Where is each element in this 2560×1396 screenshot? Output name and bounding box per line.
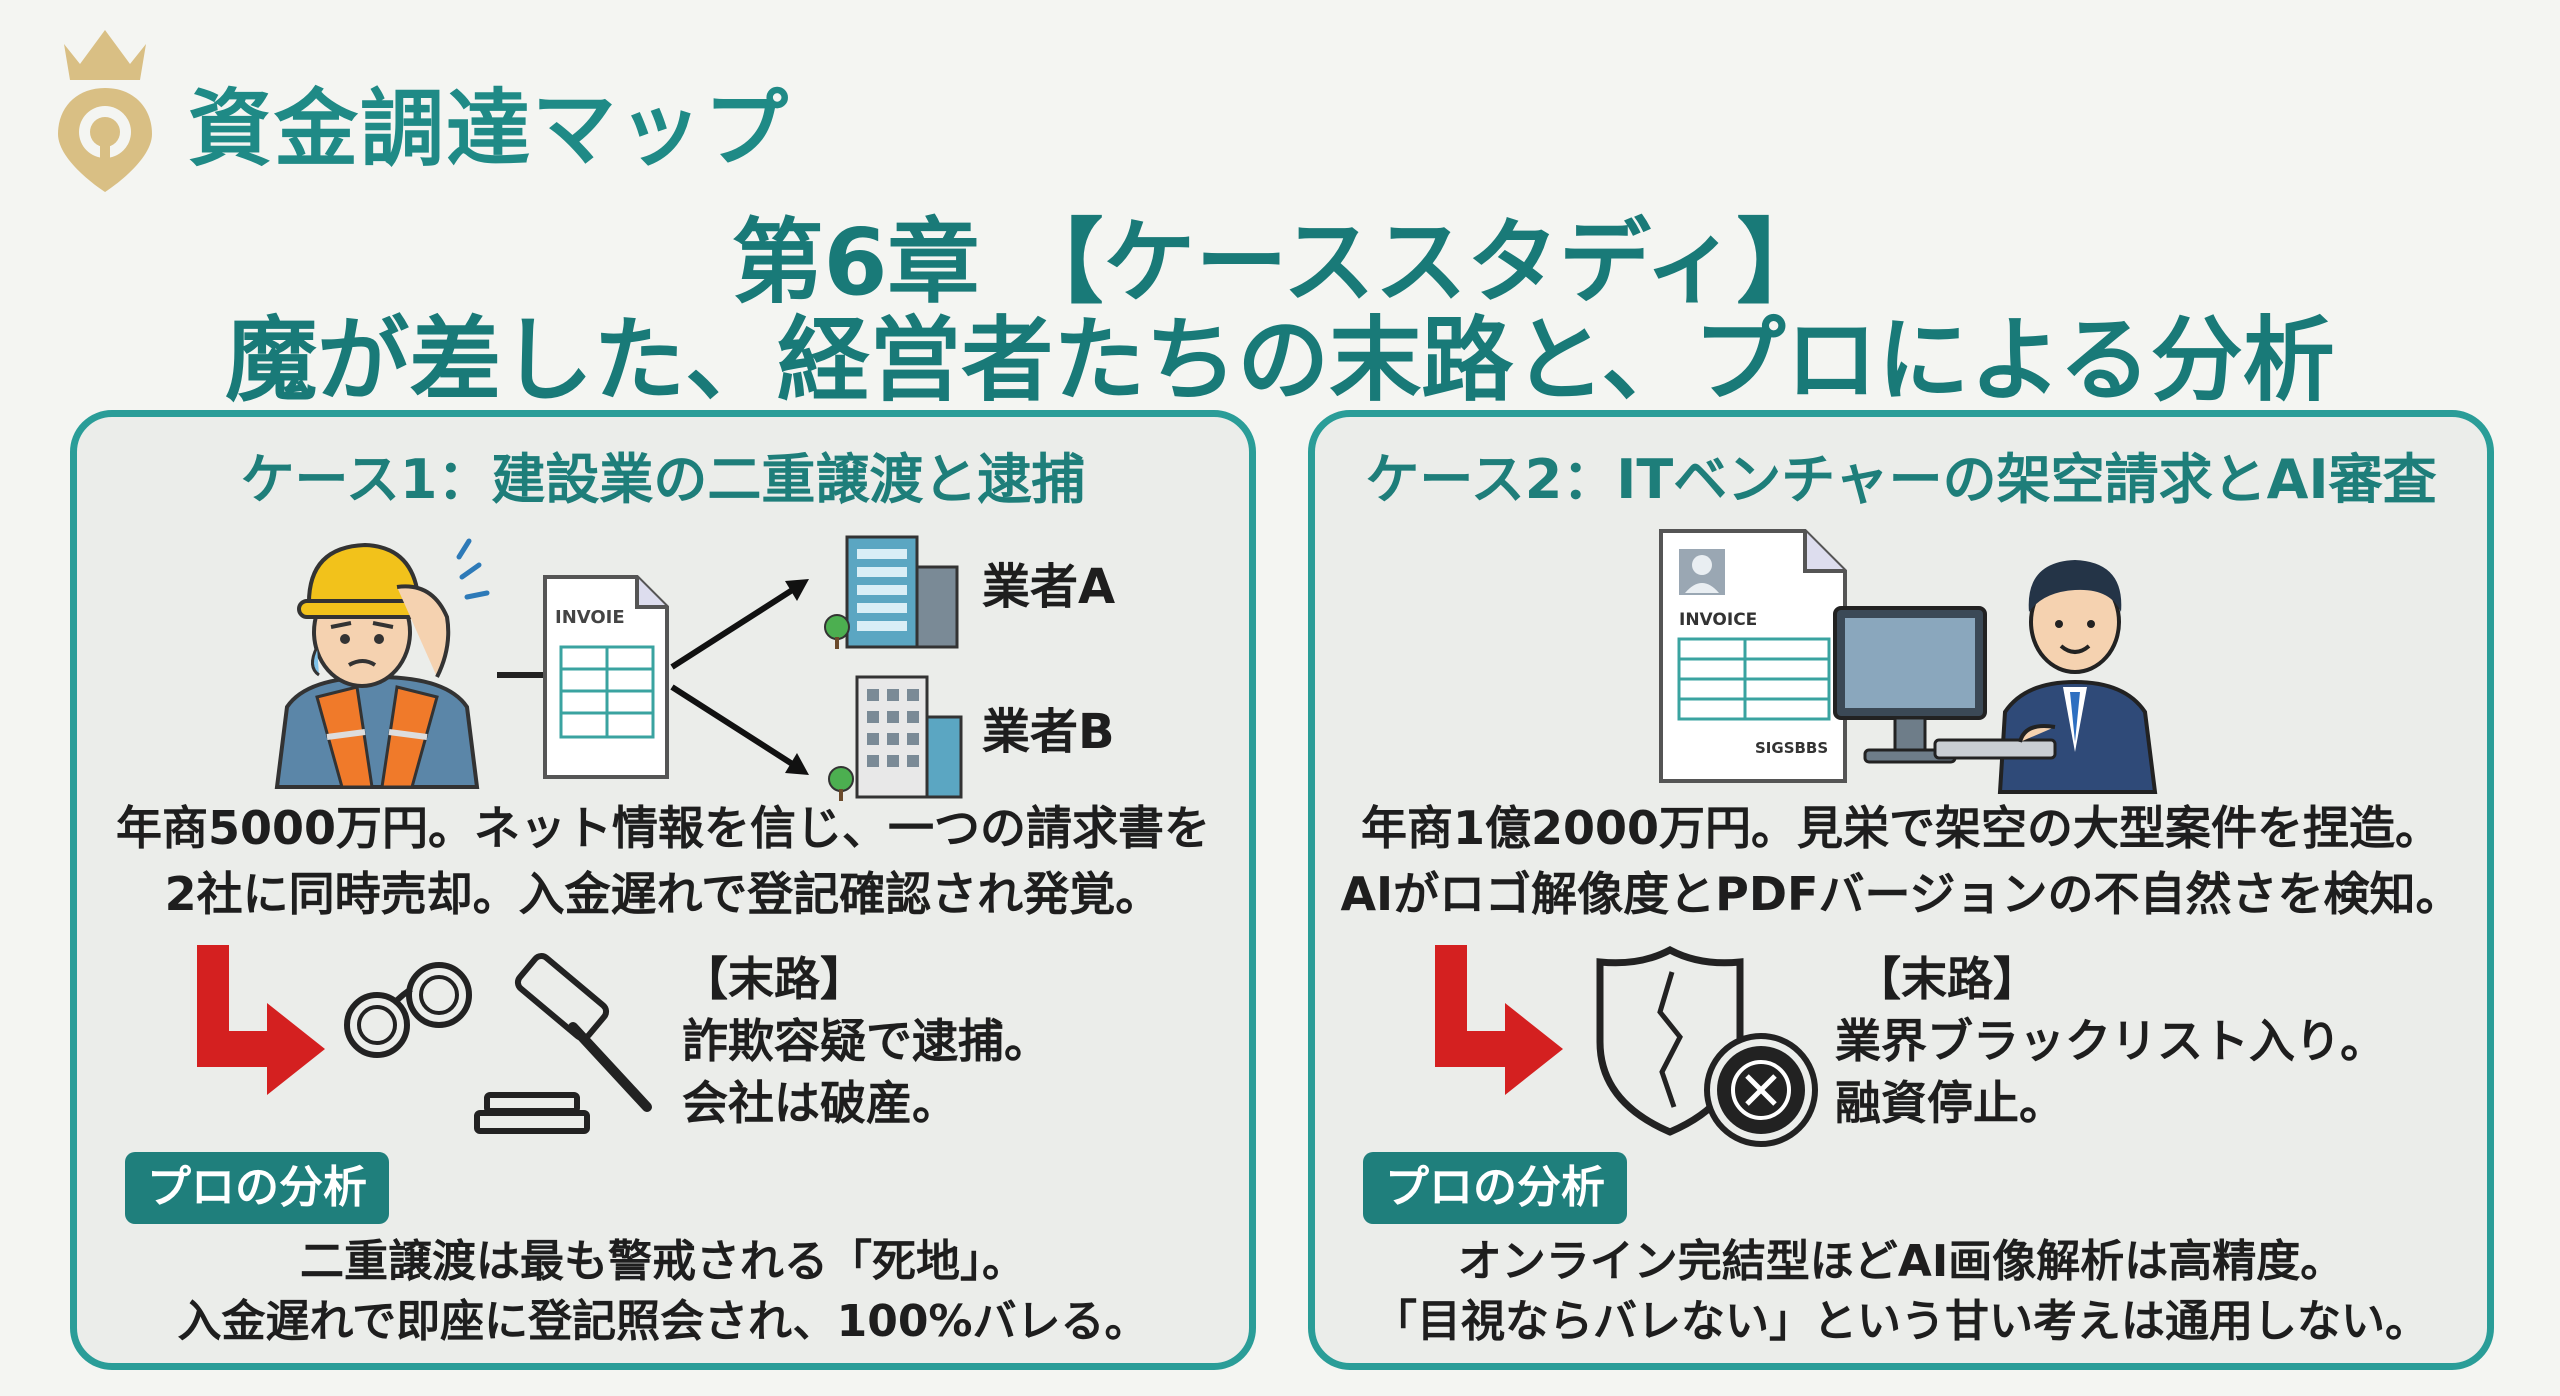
- case2-title: ケース2：ITベンチャーの架空請求とAI審査: [1365, 448, 2437, 511]
- case1-fate-line1: 詐欺容疑で逮捕。: [682, 1014, 1050, 1068]
- gavel-icon: [474, 953, 652, 1134]
- chapter-subtitle: 魔が差した、経営者たちの末路と、プロによる分析: [225, 307, 2335, 414]
- invoice-split-diagram: INVOIE: [497, 575, 809, 779]
- case1-analysis-line2: 入金遅れで即座に登記照会され、100%バレる。: [177, 1296, 1149, 1347]
- businessman-at-computer-icon: [1833, 560, 2158, 794]
- case1-invoice-label: INVOIE: [555, 607, 625, 628]
- case2-card: ケース2：ITベンチャーの架空請求とAI審査 INVOICE SIGSBBS 年…: [1308, 410, 2494, 1370]
- vendor-b-label: 業者B: [982, 704, 1115, 760]
- case2-fate-label: 【末路】: [1855, 952, 2039, 1006]
- case1-analysis-badge: プロの分析: [125, 1152, 389, 1224]
- case1-description-line1: 年商5000万円。ネット情報を信じ、一つの請求書を: [115, 801, 1211, 855]
- worker-icon: [274, 538, 490, 789]
- broken-shield-icon: [1596, 946, 1744, 1136]
- case1-fate-line2: 会社は破産。: [682, 1076, 958, 1130]
- cross-circle-icon: [1704, 1033, 1818, 1147]
- case2-analysis-badge: プロの分析: [1363, 1152, 1627, 1224]
- chapter-title: 第6章 【ケーススタディ】: [731, 209, 1829, 316]
- case1-card: ケース1：建設業の二重譲渡と逮捕 INVOIE: [70, 410, 1256, 1370]
- case2-analysis-line2: 「目視ならバレない」という甘い考えは通用しない。: [1373, 1296, 2429, 1347]
- building-b-icon: [828, 675, 963, 801]
- brand-name: 資金調達マップ: [188, 80, 791, 178]
- red-arrow-icon: [197, 945, 325, 1095]
- handcuffs-icon: [344, 962, 472, 1058]
- case2-fate-line1: 業界ブラックリスト入り。: [1835, 1014, 2387, 1068]
- brand-logo-icon: [58, 30, 152, 192]
- case1-fate-label: 【末路】: [682, 952, 866, 1006]
- case1-title: ケース1：建設業の二重譲渡と逮捕: [240, 448, 1086, 511]
- case2-invoice-label: INVOICE: [1679, 610, 1757, 630]
- vendor-a-label: 業者A: [982, 559, 1116, 615]
- case1-analysis-line1: 二重譲渡は最も警戒される「死地」。: [300, 1236, 1026, 1287]
- case2-invoice-footer: SIGSBBS: [1755, 739, 1828, 757]
- invoice-document-icon: INVOICE SIGSBBS: [1659, 529, 1847, 783]
- building-a-icon: [824, 535, 959, 649]
- case2-analysis-line1: オンライン完結型ほどAI画像解析は高精度。: [1457, 1236, 2345, 1287]
- red-arrow-icon: [1435, 945, 1563, 1095]
- case2-description-line2: AIがロゴ解像度とPDFバージョンの不自然さを検知。: [1340, 867, 2462, 921]
- case2-fate-line2: 融資停止。: [1835, 1076, 2065, 1130]
- case1-description-line2: 2社に同時売却。入金遅れで登記確認され発覚。: [164, 867, 1162, 921]
- case2-description-line1: 年商1億2000万円。見栄で架空の大型案件を捏造。: [1360, 801, 2442, 855]
